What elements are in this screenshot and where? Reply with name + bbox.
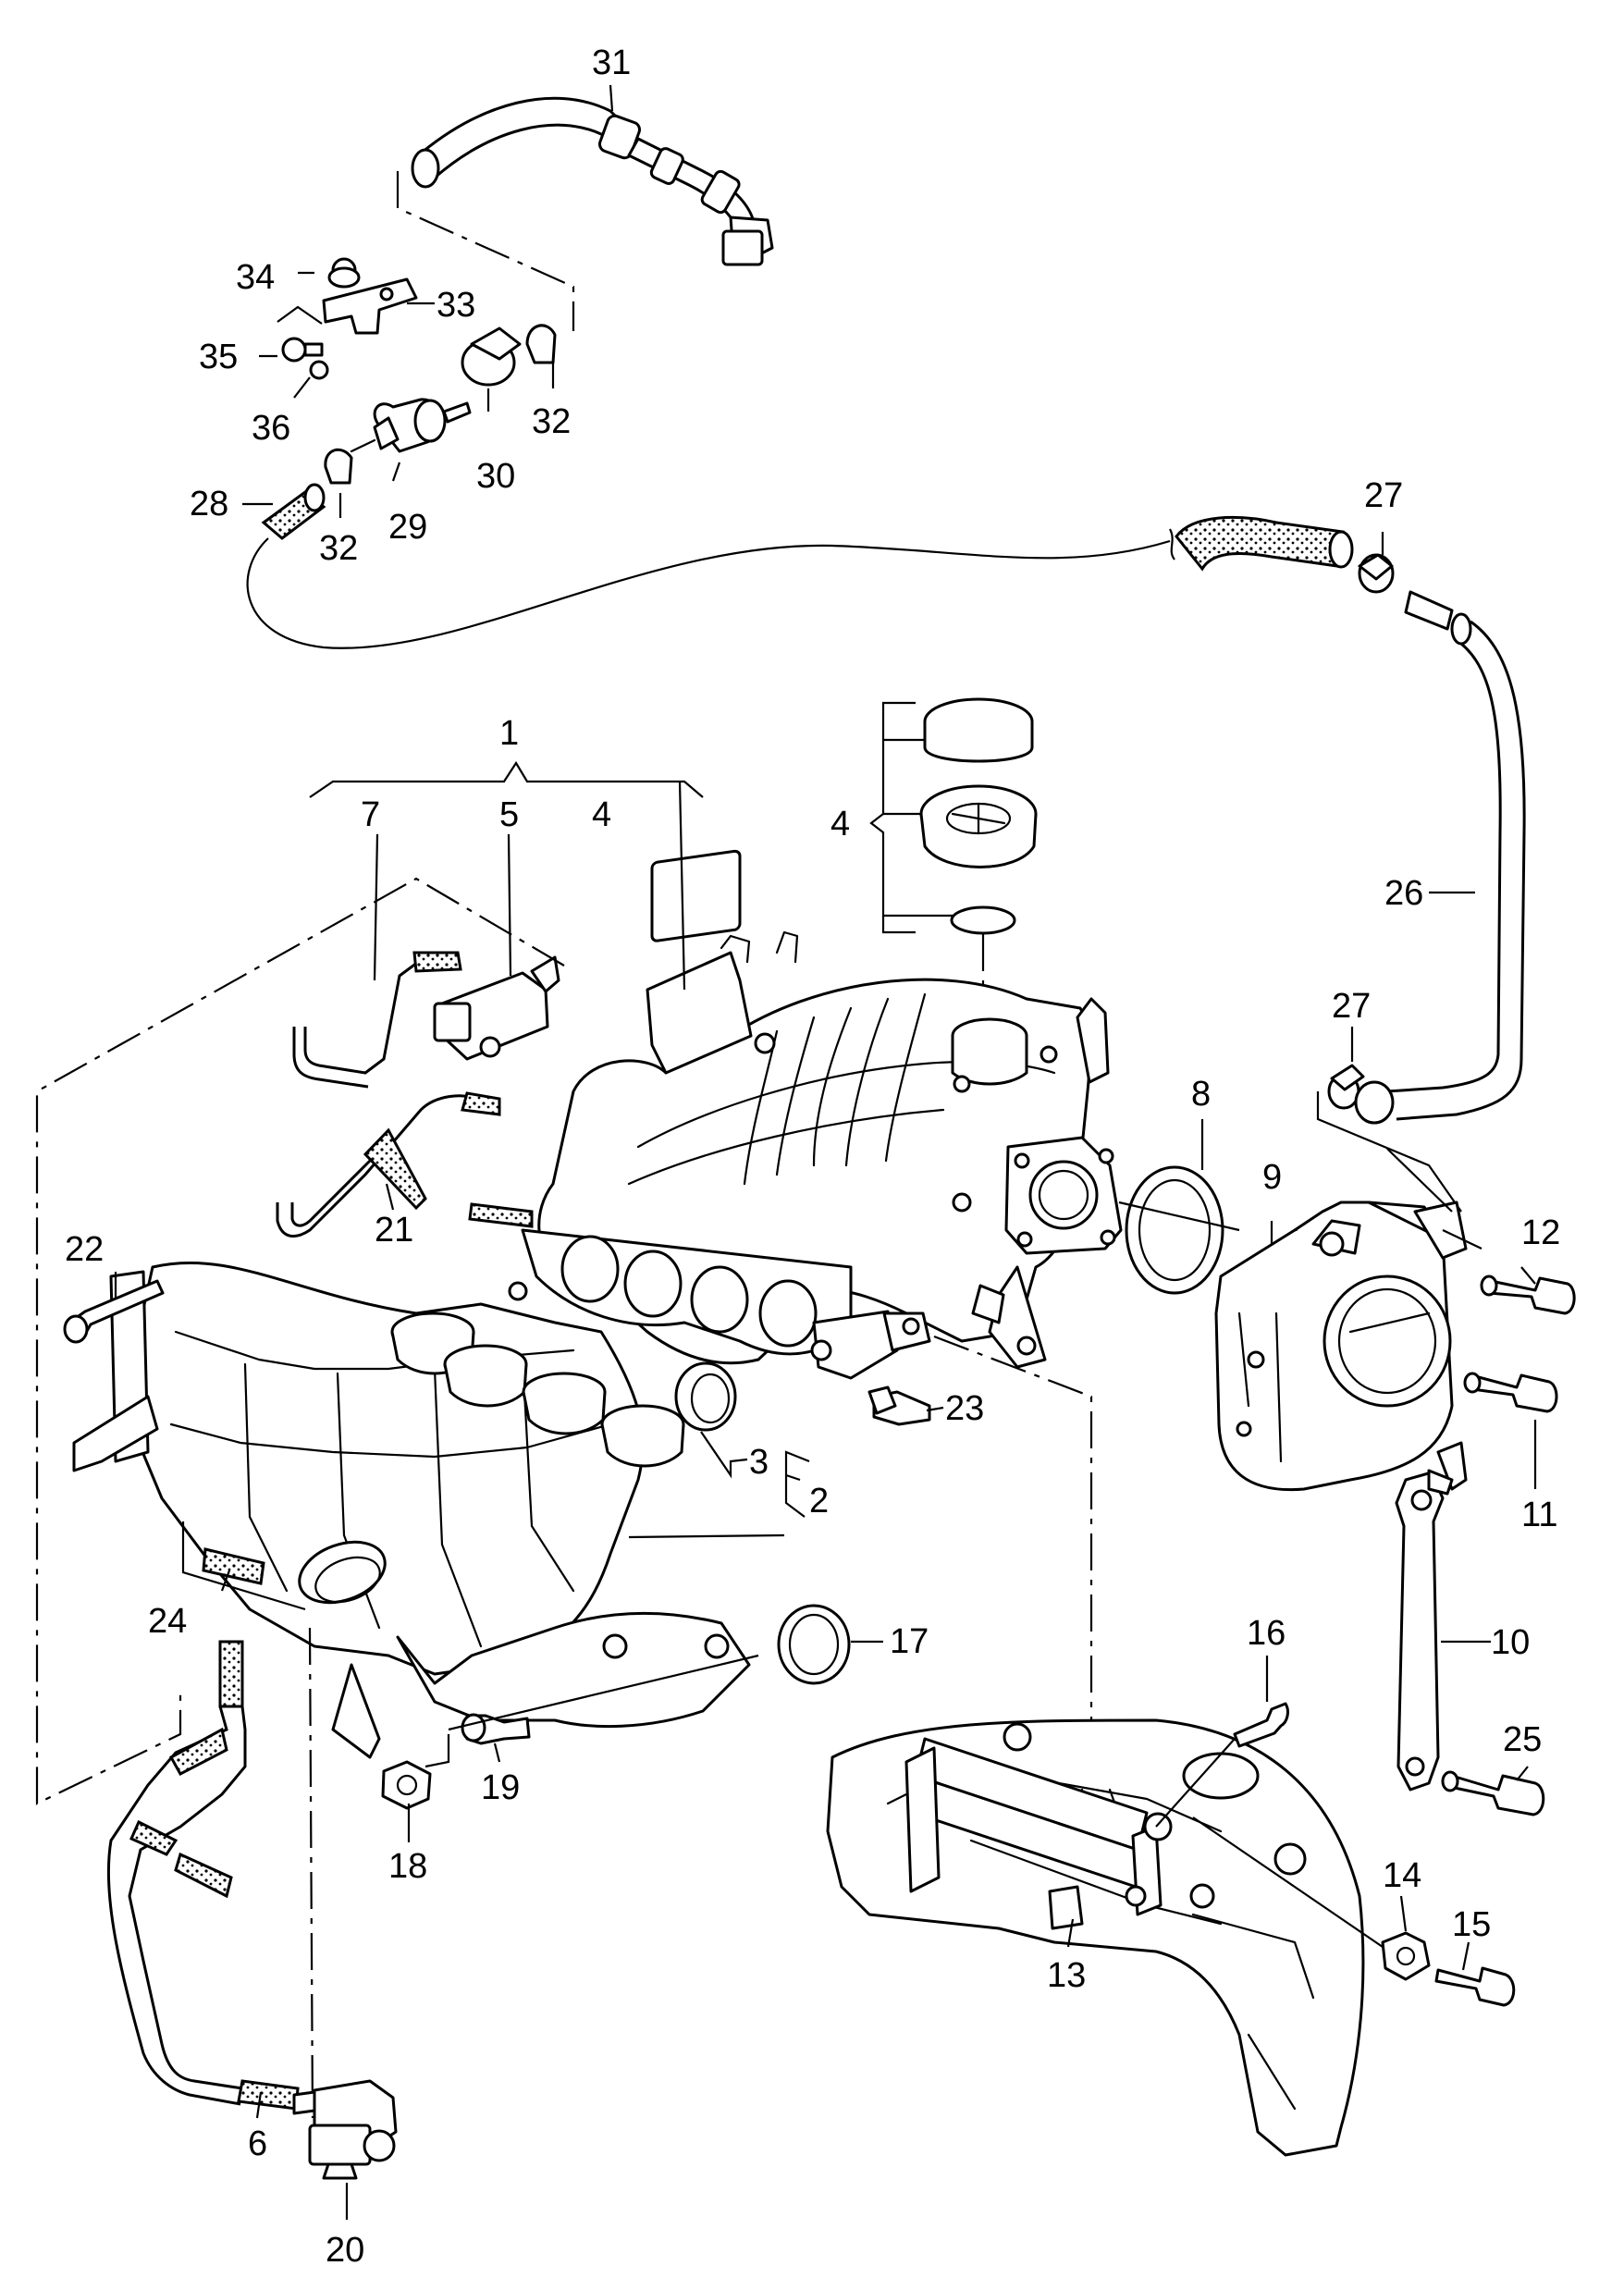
vacuum-line-7 <box>292 951 462 1089</box>
callout-13: 13 <box>1047 1956 1086 1995</box>
bracket-33 <box>322 257 418 335</box>
callout-26: 26 <box>1384 874 1423 913</box>
assembly-line-31 <box>396 171 575 331</box>
callout-23: 23 <box>945 1389 984 1428</box>
callout-32-right: 32 <box>532 402 571 441</box>
callout-21: 21 <box>375 1211 413 1250</box>
callout-33: 33 <box>437 286 475 325</box>
upper-intake-manifold <box>508 849 1123 1380</box>
vent-hose-break <box>1168 528 1175 560</box>
bolt-25 <box>1441 1770 1545 1816</box>
brace-10 <box>1395 1469 1454 1792</box>
axis-14 <box>1192 1816 1384 1948</box>
callout-6: 6 <box>248 2124 267 2163</box>
callout-22: 22 <box>65 1230 104 1269</box>
vacuum-valve-20 <box>292 2079 398 2180</box>
bolt-11 <box>1463 1372 1558 1413</box>
hose-segment-26-top <box>1175 515 1354 572</box>
engine-cover-13 <box>826 1718 1365 2157</box>
callout-5: 5 <box>499 795 519 834</box>
seal-17 <box>777 1604 851 1685</box>
callout-29: 29 <box>388 508 427 547</box>
clamp-32-right <box>525 324 557 364</box>
callout-2: 2 <box>809 1482 829 1521</box>
callout-24: 24 <box>148 1602 187 1641</box>
callout-3: 3 <box>749 1443 769 1482</box>
callout-31: 31 <box>592 43 631 82</box>
callout-34: 34 <box>236 258 275 297</box>
clamp-32-left <box>324 448 353 485</box>
nut-36 <box>309 360 329 380</box>
seal-8 <box>1125 1165 1224 1295</box>
callout-20: 20 <box>326 2231 364 2270</box>
screw-35 <box>281 337 324 363</box>
pipe-26 <box>1386 590 1526 1121</box>
bolt-23 <box>867 1385 931 1426</box>
bolt-16 <box>1233 1702 1289 1748</box>
axis-16 <box>1155 1738 1236 1828</box>
callout-9: 9 <box>1262 1158 1282 1197</box>
seal-4 <box>950 905 1016 935</box>
callout-19: 19 <box>481 1768 520 1807</box>
callout-4-top: 4 <box>592 795 611 834</box>
breather-hose-31 <box>411 96 774 266</box>
callout-labels: 1 7 5 4 4 31 34 33 35 36 32 30 29 28 32 … <box>65 43 1560 2270</box>
assembly-line-manifold <box>933 1335 1093 1813</box>
grommet-14 <box>1381 1931 1431 1981</box>
solenoid-valve-5 <box>433 955 560 1061</box>
callout-36: 36 <box>252 409 290 448</box>
clamp-27-lower <box>1327 1064 1395 1125</box>
cap-cover-4 <box>923 697 1034 763</box>
callout-27-top: 27 <box>1364 476 1403 515</box>
vent-hose-line <box>246 537 1171 649</box>
bolt-12 <box>1480 1274 1576 1315</box>
vacuum-line-21 <box>276 1091 534 1238</box>
leaders <box>114 84 1537 2220</box>
callout-11: 11 <box>1521 1496 1557 1534</box>
bolt-15 <box>1434 1966 1516 2007</box>
axis-20 <box>308 1627 314 2119</box>
seal-3 <box>674 1361 737 1432</box>
callout-10: 10 <box>1491 1623 1530 1662</box>
callout-27-lower: 27 <box>1332 987 1371 1026</box>
filler-cap-4 <box>919 784 1038 868</box>
screw-22 <box>63 1279 165 1344</box>
nut-18 <box>381 1760 432 1810</box>
callout-30: 30 <box>476 457 515 496</box>
valve-29 <box>350 398 472 453</box>
callout-1: 1 <box>499 714 519 753</box>
callout-17: 17 <box>890 1622 929 1661</box>
callout-15: 15 <box>1452 1905 1491 1944</box>
callout-35: 35 <box>199 338 238 376</box>
bracket-24 <box>181 1521 306 1611</box>
hose-24 <box>202 1547 265 1585</box>
connector-lower-link <box>1316 1091 1462 1213</box>
vacuum-line-6 <box>106 1640 300 2111</box>
hose-28 <box>261 483 326 540</box>
assembly-line-5-7 <box>35 877 565 1805</box>
callout-8: 8 <box>1191 1075 1211 1114</box>
callout-18: 18 <box>388 1847 427 1886</box>
clamp-27-top <box>1358 553 1395 594</box>
callout-32-left: 32 <box>319 529 358 568</box>
runners-2 <box>390 1311 685 1468</box>
bracket-18-19 <box>424 1734 450 1768</box>
axis-8-9 <box>1118 1201 1240 1232</box>
leader-18-19-17 <box>448 1654 759 1731</box>
callout-7: 7 <box>361 795 380 834</box>
callout-14: 14 <box>1383 1856 1421 1895</box>
callout-28: 28 <box>190 485 228 523</box>
callout-16: 16 <box>1247 1614 1286 1653</box>
cap-plenum <box>298 1540 387 1605</box>
callout-12: 12 <box>1521 1213 1560 1252</box>
throttle-body-9 <box>1214 1201 1468 1492</box>
callout-4-cap: 4 <box>830 805 850 843</box>
callout-25: 25 <box>1503 1720 1542 1759</box>
clamp-30 <box>461 326 522 387</box>
